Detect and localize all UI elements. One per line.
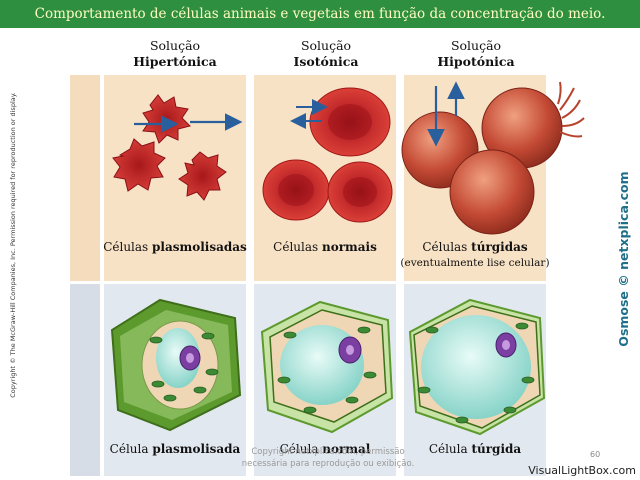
caption-prefix: Célula (279, 442, 323, 456)
column-header-line2: Hipertónica (133, 54, 217, 69)
red-blood-cell (262, 159, 330, 221)
crenated-cell (142, 94, 191, 144)
caption-bold: túrgidas (471, 240, 528, 254)
red-blood-cell (309, 87, 391, 157)
caption-animal-hypotonic-sub: (eventualmente lise celular) (400, 257, 550, 269)
column-header-line1: Solução (450, 38, 502, 53)
plant-cell-plasmolysed (110, 298, 242, 432)
page-number: 60 (590, 450, 601, 459)
caption-plant-hypotonic: Célula túrgida (400, 442, 550, 456)
plant-cell-turgid (408, 298, 546, 436)
caption-bold: plasmolisadas (152, 240, 247, 254)
caption-prefix: Células (103, 240, 153, 254)
plant-cell-normal (260, 300, 394, 434)
caption-plant-hypertonic: Célula plasmolisada (100, 442, 250, 456)
row-strip-plant (70, 283, 100, 476)
diagram-title: Comportamento de células animais e veget… (34, 6, 606, 22)
row-divider (70, 281, 550, 284)
footer-brand-link[interactable]: VisualLightBox.com (528, 464, 636, 477)
lysed-membrane-fragments (557, 81, 585, 138)
title-banner: Comportamento de células animais e veget… (0, 0, 640, 28)
caption-bold: túrgida (471, 442, 522, 456)
red-blood-cell (327, 161, 393, 223)
crenated-cell (112, 138, 166, 192)
column-header-isotonic: Solução Isotónica (256, 38, 396, 70)
crenated-cell (178, 151, 227, 201)
caption-bold: normal (322, 442, 371, 456)
side-copyright: Copyright © The McGraw-Hill Companies, I… (9, 92, 17, 398)
side-brand: Osmose © netxplica.com (616, 171, 631, 347)
caption-bold: plasmolisada (152, 442, 241, 456)
caption-prefix: Célula (109, 442, 153, 456)
caption-prefix: Células (273, 240, 322, 254)
caption-animal-isotonic: Células normais (250, 240, 400, 254)
caption-animal-hypertonic: Células plasmolisadas (100, 240, 250, 254)
column-header-line1: Solução (300, 38, 352, 53)
column-header-hypertonic: Solução Hipertónica (105, 38, 245, 70)
caption-prefix: Células (422, 240, 472, 254)
column-header-line1: Solução (149, 38, 201, 53)
swollen-cell (449, 149, 535, 235)
caption-prefix: Célula (428, 442, 472, 456)
row-strip-animal (70, 75, 100, 283)
column-header-line2: Hipotónica (437, 54, 515, 69)
watermark-text: Copyright netxplica.com, permissão neces… (241, 447, 415, 469)
caption-bold: normais (321, 240, 377, 254)
column-header-hypotonic: Solução Hipotónica (406, 38, 546, 70)
column-header-line2: Isotónica (293, 54, 359, 69)
caption-plant-isotonic: Célula normal (250, 442, 400, 456)
caption-animal-hypotonic: Células túrgidas (400, 240, 550, 254)
